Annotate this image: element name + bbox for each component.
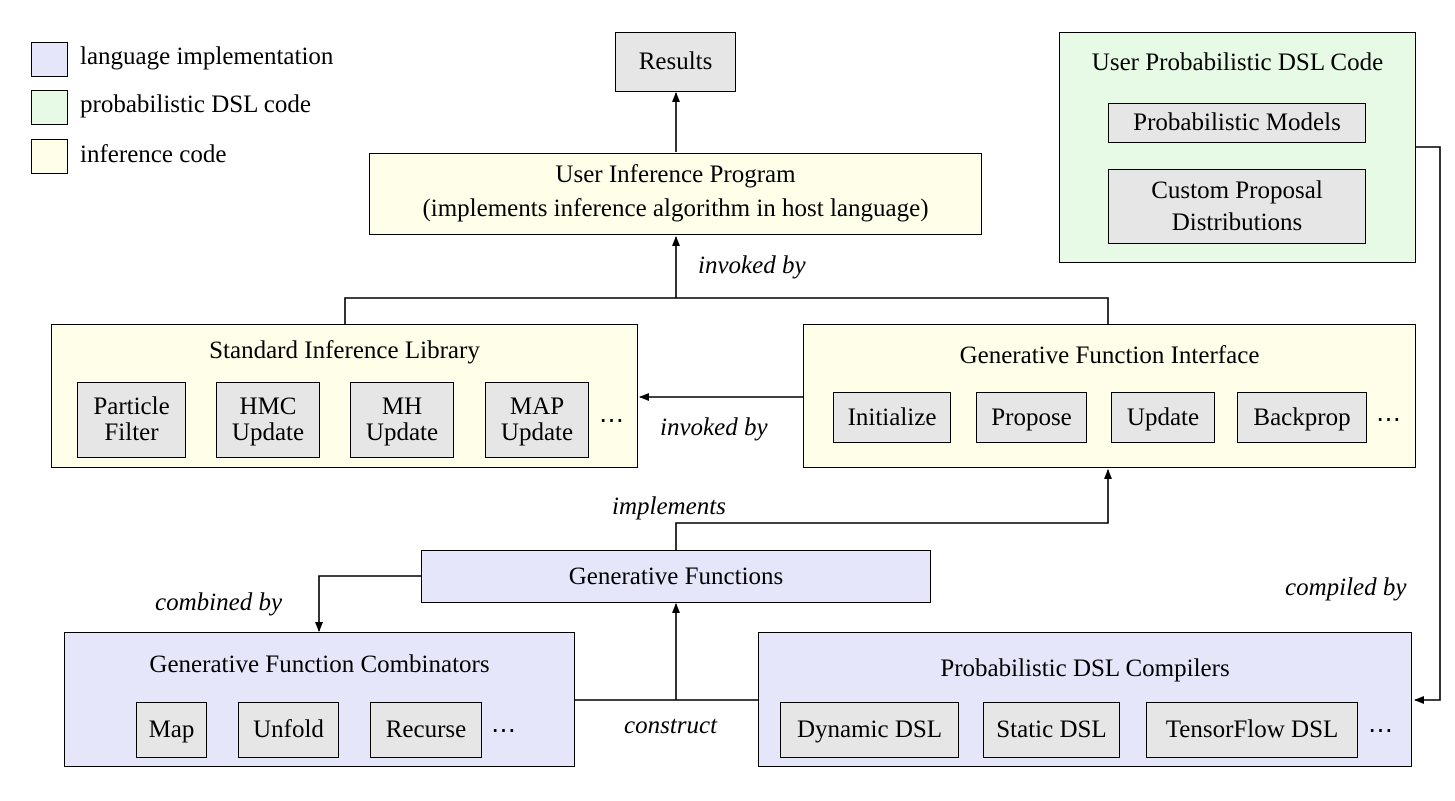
standard-inference-library-box: Standard Inference Library Particle Filt… xyxy=(51,324,638,468)
arrow-gen-functions-to-gfi xyxy=(675,469,1112,550)
combinators-title: Generative Function Combinators xyxy=(149,651,490,678)
static-dsl-box: Static DSL xyxy=(983,702,1120,758)
hmc-update-box: HMC Update xyxy=(216,382,320,458)
legend-label-language: language implementation xyxy=(80,43,334,70)
mh-update-box: MH Update xyxy=(350,382,454,458)
update-box: Update xyxy=(1111,392,1215,443)
legend-swatch-inference xyxy=(31,139,68,174)
tensorflow-dsl-box: TensorFlow DSL xyxy=(1146,702,1358,758)
user-dsl-code-box: User Probabilistic DSL Code Probabilisti… xyxy=(1059,32,1416,263)
legend-label-dsl: probabilistic DSL code xyxy=(80,91,311,118)
edge-label-invoked-by-left: invoked by xyxy=(660,414,768,441)
recurse-combinator-box: Recurse xyxy=(370,702,482,758)
combinators-box: Generative Function Combinators Map Unfo… xyxy=(64,632,575,767)
dsl-compilers-title: Probabilistic DSL Compilers xyxy=(940,655,1230,682)
user-inference-program-subtitle: (implements inference algorithm in host … xyxy=(422,195,929,222)
particle-filter-line2: Filter xyxy=(104,419,159,446)
std-library-more-ellipsis: ⋯ xyxy=(599,407,624,434)
arrow-libraries-to-user-inference xyxy=(344,237,1109,324)
custom-proposals-line1: Custom Proposal xyxy=(1151,176,1323,204)
unfold-combinator-box: Unfold xyxy=(238,702,339,758)
particle-filter-box: Particle Filter xyxy=(77,382,186,458)
mh-update-line2: Update xyxy=(365,419,439,446)
map-update-line2: Update xyxy=(500,419,574,446)
dsl-compilers-box: Probabilistic DSL Compilers Dynamic DSL … xyxy=(758,632,1412,767)
custom-proposals-line2: Distributions xyxy=(1171,208,1303,236)
arrow-construct-to-gen-functions xyxy=(575,604,758,701)
custom-proposals-box: Custom Proposal Distributions xyxy=(1108,169,1366,244)
user-inference-program-box: User Inference Program (implements infer… xyxy=(369,153,982,235)
combinators-more-ellipsis: ⋯ xyxy=(491,717,516,744)
particle-filter-line1: Particle xyxy=(93,393,170,420)
legend-swatch-language xyxy=(31,42,68,77)
user-dsl-code-title: User Probabilistic DSL Code xyxy=(1091,49,1384,76)
edge-label-compiled-by: compiled by xyxy=(1285,574,1407,601)
edge-label-implements: implements xyxy=(612,493,726,520)
edge-label-combined-by: combined by xyxy=(155,589,283,616)
hmc-update-line2: Update xyxy=(231,419,305,446)
edge-label-invoked-by-top: invoked by xyxy=(698,252,806,279)
generative-function-interface-box: Generative Function Interface Initialize… xyxy=(803,324,1416,468)
probabilistic-models-box: Probabilistic Models xyxy=(1108,103,1366,143)
mh-update-line1: MH xyxy=(381,393,423,420)
arrow-gen-functions-to-combinators xyxy=(315,575,421,632)
initialize-box: Initialize xyxy=(833,392,951,443)
standard-inference-library-title: Standard Inference Library xyxy=(209,337,480,364)
generative-function-interface-title: Generative Function Interface xyxy=(959,342,1260,369)
user-inference-program-title: User Inference Program xyxy=(555,161,796,188)
dynamic-dsl-box: Dynamic DSL xyxy=(780,702,959,758)
hmc-update-line1: HMC xyxy=(239,393,297,420)
propose-box: Propose xyxy=(976,392,1087,443)
map-combinator-box: Map xyxy=(136,702,207,758)
legend-label-inference: inference code xyxy=(80,141,227,168)
results-box: Results xyxy=(615,32,736,92)
compilers-more-ellipsis: ⋯ xyxy=(1368,717,1393,744)
legend-swatch-dsl xyxy=(31,90,68,125)
generative-functions-label: Generative Functions xyxy=(568,562,784,590)
arrow-dsl-code-to-compilers xyxy=(1414,146,1441,704)
gfi-more-ellipsis: ⋯ xyxy=(1376,406,1401,433)
edge-label-construct: construct xyxy=(624,712,718,739)
backprop-box: Backprop xyxy=(1237,392,1367,443)
generative-functions-box: Generative Functions xyxy=(421,550,931,603)
map-update-line1: MAP xyxy=(509,393,565,420)
map-update-box: MAP Update xyxy=(485,382,589,458)
